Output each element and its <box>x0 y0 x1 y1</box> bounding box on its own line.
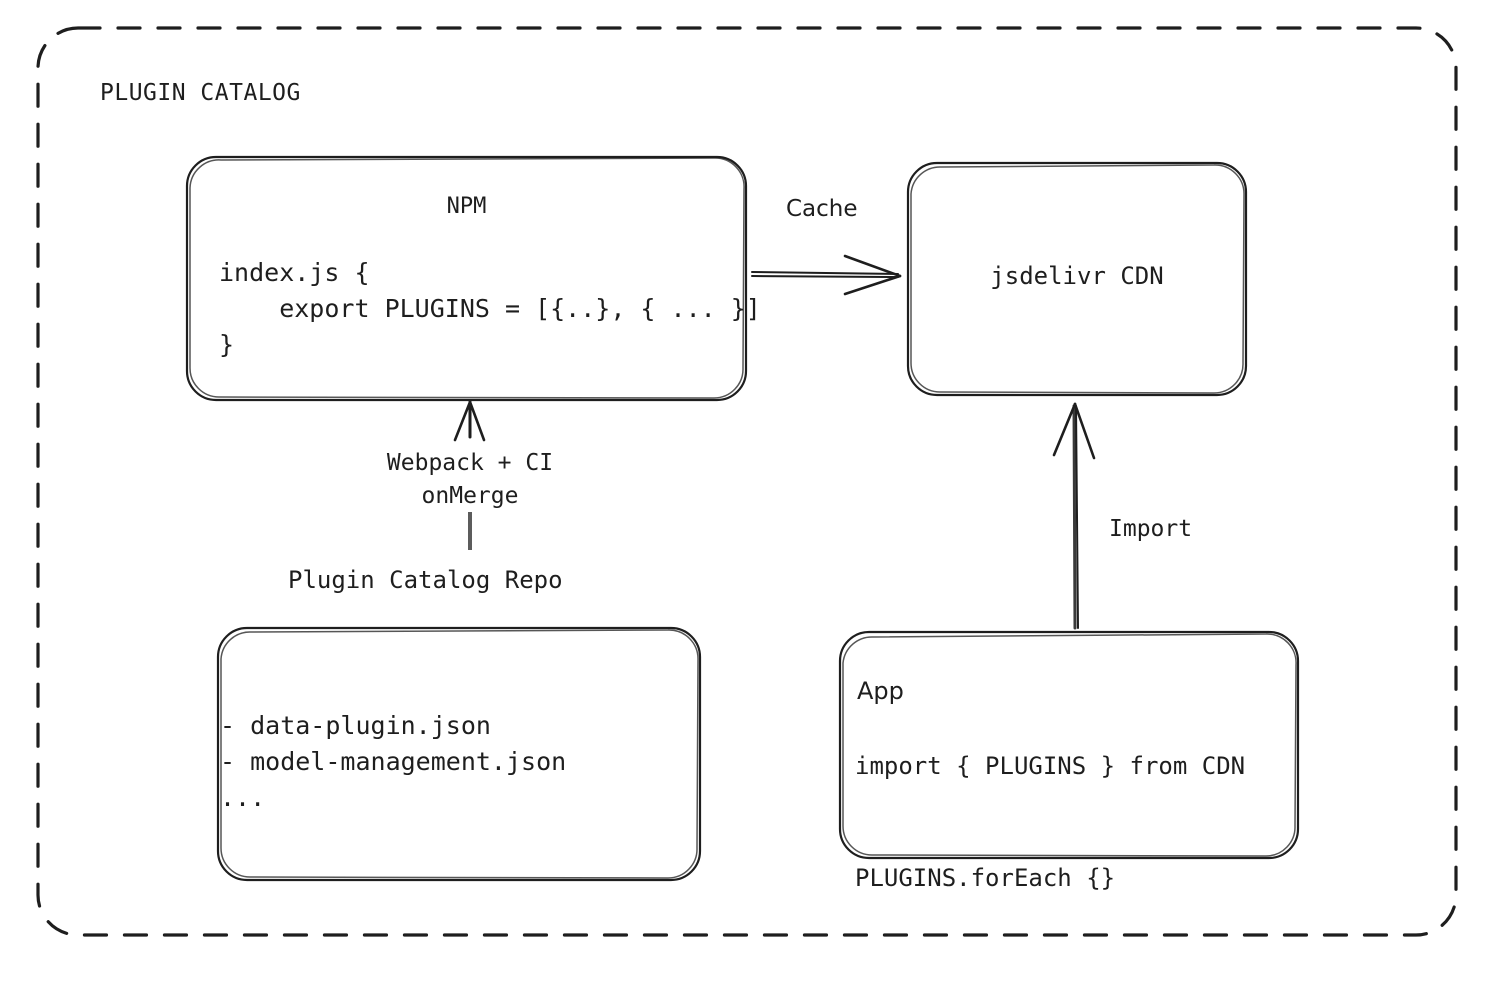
build-edge-label: Webpack + CI onMerge <box>386 450 554 509</box>
app-node-title: App <box>857 677 904 705</box>
cache-edge-label: Cache <box>786 196 858 222</box>
cdn-node-title: jsdelivr CDN <box>990 262 1164 290</box>
repo-node-label: Plugin Catalog Repo <box>288 566 563 594</box>
cache-arrow <box>751 254 902 296</box>
import-edge-label: Import <box>1109 516 1193 542</box>
repo-node-body: - data-plugin.json - model-management.js… <box>220 711 567 812</box>
npm-node-code: index.js { export PLUGINS = [{..}, { ...… <box>219 258 761 359</box>
npm-node-title: NPM <box>446 194 487 219</box>
app-node-code: import { PLUGINS } from CDN PLUGINS.forE… <box>855 752 1246 892</box>
import-arrow <box>1052 402 1096 630</box>
plugin-catalog-title: PLUGIN CATALOG <box>100 80 301 106</box>
